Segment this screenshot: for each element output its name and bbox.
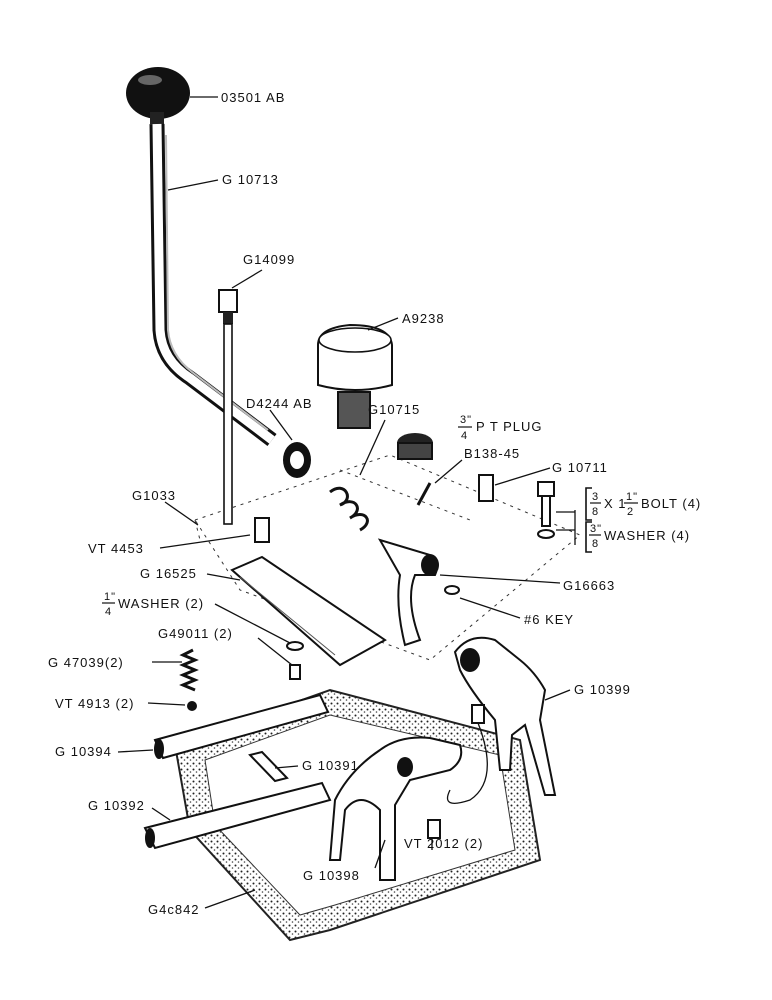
label-g16525: G 16525 (140, 566, 197, 581)
pin-g10391 (248, 750, 289, 783)
label-plug-den: 4 (461, 430, 468, 442)
label-cap: A9238 (402, 311, 445, 326)
label-bushing: D4244 AB (246, 396, 313, 411)
pipe-plug (397, 433, 433, 460)
spring-g47039 (179, 648, 199, 692)
label-bolt-text: BOLT (4) (641, 496, 701, 511)
ball-vt4913 (187, 701, 197, 711)
plate-g16525 (230, 555, 387, 667)
callout-labels: 03501 AB G 10713 G14099 A9238 D4244 AB G… (48, 90, 701, 917)
label-vt4453: VT 4453 (88, 541, 144, 556)
fork-g10398 (328, 736, 463, 881)
label-plug-text: P T PLUG (476, 419, 543, 434)
label-bolt-num2: 1" (626, 491, 638, 503)
label-g10392: G 10392 (88, 798, 145, 813)
label-bolt-mid: X 1 (604, 496, 627, 511)
bolt-and-washer (537, 481, 555, 539)
label-vt4913: VT 4913 (2) (55, 696, 134, 711)
label-lever: G 10713 (222, 172, 279, 187)
key (444, 585, 460, 595)
label-small-washer-text: WASHER (2) (118, 596, 204, 611)
label-rod: G14099 (243, 252, 295, 267)
label-spring: G10715 (368, 402, 420, 417)
label-washer-text: WASHER (4) (604, 528, 690, 543)
fork-g10399 (453, 636, 557, 796)
shaft-g10394 (153, 693, 330, 760)
pin-g10711 (478, 474, 494, 502)
spring-g10715 (329, 486, 369, 532)
label-washer-num: 3" (590, 523, 602, 535)
lever-g10713 (149, 123, 277, 446)
bolt-vt2012 (427, 704, 488, 839)
label-g10399: G 10399 (574, 682, 631, 697)
label-g16663: G16663 (563, 578, 615, 593)
label-pin-g10711: G 10711 (552, 460, 608, 475)
label-bolt-den2: 2 (627, 506, 634, 518)
pin-b138-45 (416, 482, 432, 506)
small-washer (286, 641, 304, 651)
label-g47039: G 47039(2) (48, 655, 124, 670)
leader-lines (117, 96, 576, 909)
label-vt2012: VT 2012 (2) (404, 836, 483, 851)
label-small-washer-den: 4 (105, 606, 112, 618)
label-g10394: G 10394 (55, 744, 112, 759)
cap-a9238 (317, 323, 393, 429)
shaft-g10392 (143, 781, 332, 850)
label-plug-frac: 3" (460, 414, 472, 426)
label-pin-b138: B138-45 (464, 446, 520, 461)
label-housing: G1033 (132, 488, 176, 503)
label-bolt-den: 8 (592, 506, 599, 518)
label-bolt-num: 3 (592, 491, 599, 503)
shifter-g16663 (377, 538, 439, 647)
label-washer-den: 8 (592, 538, 599, 550)
knob-03501ab (126, 67, 190, 124)
rod-g14099 (218, 289, 238, 525)
label-knob: 03501 AB (221, 90, 285, 105)
label-gasket: G4c842 (148, 902, 200, 917)
screw-g49011 (289, 664, 301, 680)
label-small-washer-num: 1" (104, 591, 116, 603)
label-g10391: G 10391 (302, 758, 359, 773)
housing-outline (194, 454, 581, 661)
label-key: #6 KEY (524, 612, 574, 627)
part-vt4453 (254, 517, 270, 543)
label-g49011: G49011 (2) (158, 626, 233, 641)
bushing-d4244ab (283, 442, 311, 478)
label-g10398: G 10398 (303, 868, 360, 883)
